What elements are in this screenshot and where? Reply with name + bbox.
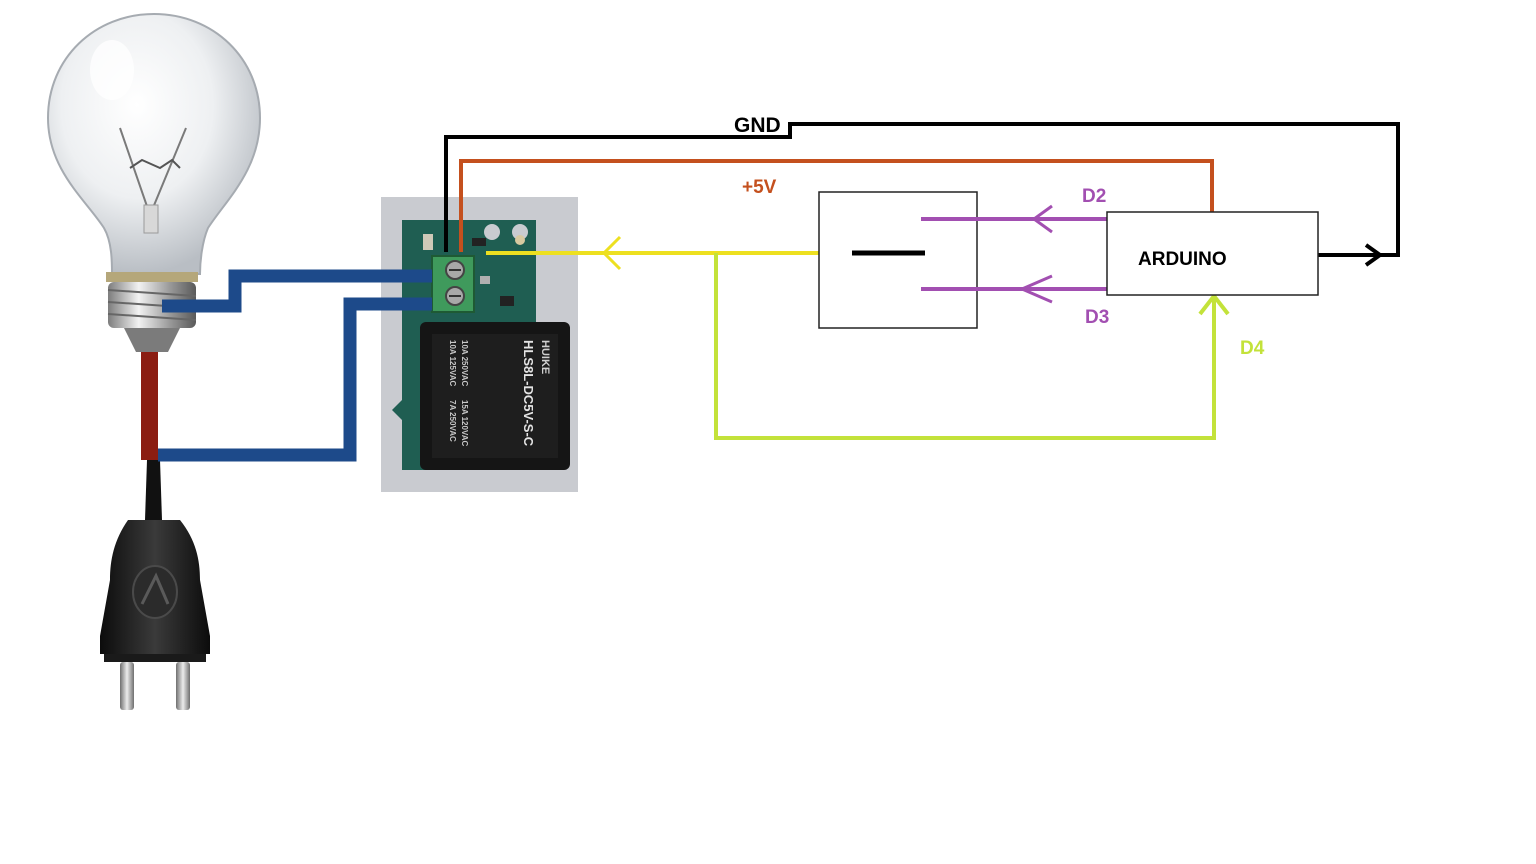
d4-label: D4 [1240, 338, 1265, 359]
relay-rating-d: 7A 250VAC [448, 400, 457, 442]
arduino-box [1106, 211, 1319, 296]
relay-module-icon: HUIKE HLS8L-DC5V-S-C 10A 250VAC 10A 125V… [381, 197, 578, 492]
mains-wire-lower [158, 297, 432, 462]
arduino-label: ARDUINO [1138, 249, 1227, 270]
gnd-label: GND [734, 114, 781, 137]
gnd-wire [444, 122, 1400, 257]
relay-rating-a: 10A 250VAC [460, 340, 469, 386]
d4-arrowhead [1198, 292, 1230, 316]
light-bulb-icon [46, 12, 262, 352]
power-plug-icon [100, 460, 210, 710]
plus5v-label: +5V [742, 177, 777, 198]
d2-arrowhead [1031, 204, 1053, 234]
d3-arrowhead [1018, 274, 1053, 304]
d3-label: D3 [1085, 307, 1109, 328]
signal-arrowhead [601, 235, 622, 271]
d2-label: D2 [1082, 186, 1106, 207]
plus5v-wire [459, 159, 1214, 252]
mains-wire-upper [162, 269, 432, 313]
relay-model: HLS8L-DC5V-S-C [521, 340, 536, 447]
relay-brand: HUIKE [539, 340, 551, 374]
live-wire [141, 352, 158, 460]
relay-rating-b: 10A 125VAC [448, 340, 457, 386]
toggle-switch-icon [818, 191, 978, 329]
gnd-arrowhead [1364, 243, 1384, 267]
relay-rating-c: 15A 120VAC [460, 400, 469, 446]
d4-wire [714, 253, 1216, 440]
